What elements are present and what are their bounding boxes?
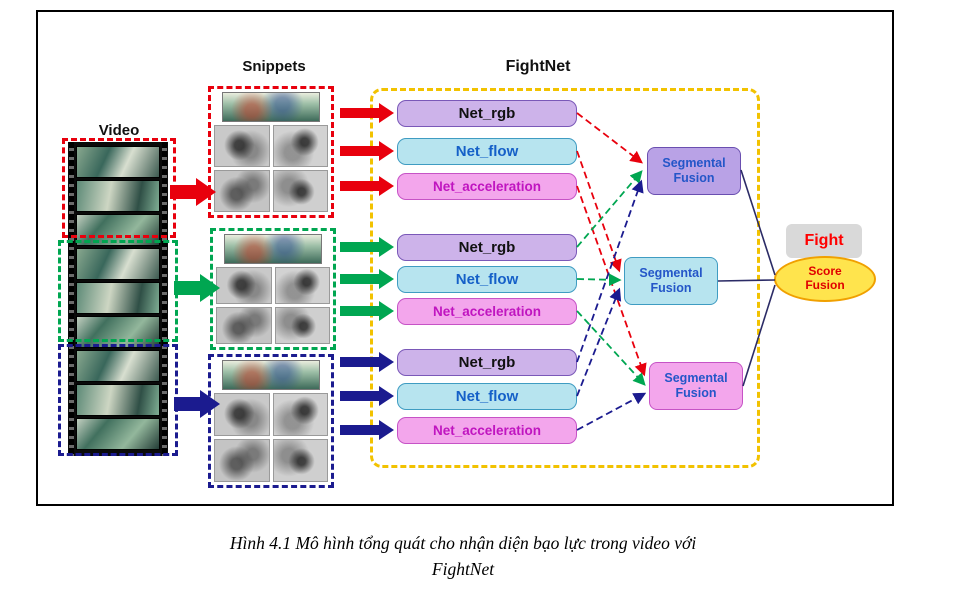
net-acceleration-segment3: Net_acceleration	[397, 417, 577, 444]
video-frame	[76, 282, 160, 314]
segmental-fusion-line2: Fusion	[673, 171, 715, 185]
flow-thumbnail	[272, 439, 328, 482]
snippet-block-3	[208, 354, 334, 488]
net-acceleration-segment1: Net_acceleration	[397, 173, 577, 200]
segmental-fusion-line2: Fusion	[675, 386, 717, 400]
flow-thumbnail	[274, 267, 330, 304]
video-frame	[76, 350, 160, 382]
net-acceleration-segment2: Net_acceleration	[397, 298, 577, 325]
flow-thumbnail	[214, 439, 270, 482]
snippet-block-2	[210, 228, 336, 350]
segmental-fusion-flow: Segmental Fusion	[624, 257, 718, 305]
segment1-video-group	[62, 138, 176, 238]
fight-output-label: Fight	[786, 224, 862, 258]
snippet-flow-grid	[214, 393, 328, 482]
flow-thumbnail	[272, 170, 328, 212]
segmental-fusion-rgb: Segmental Fusion	[647, 147, 741, 195]
snippet-rgb-thumbnail	[222, 360, 320, 390]
net-flow-segment2: Net_flow	[397, 266, 577, 293]
segmental-fusion-line1: Segmental	[662, 156, 726, 170]
net-rgb-segment1: Net_rgb	[397, 100, 577, 127]
flow-thumbnail	[272, 393, 328, 436]
segmental-fusion-line2: Fusion	[650, 281, 692, 295]
fightnet-architecture-diagram: Video Snippets FightNet	[36, 10, 894, 506]
flow-thumbnail	[274, 307, 330, 344]
snippet-flow-grid	[214, 125, 328, 212]
score-fusion-line1: Score	[808, 264, 842, 279]
score-fusion-node: Score Fusion	[774, 256, 876, 302]
flow-thumbnail	[216, 267, 272, 304]
net-flow-segment1: Net_flow	[397, 138, 577, 165]
fightnet-label: FightNet	[505, 58, 571, 75]
net-flow-segment3: Net_flow	[397, 383, 577, 410]
snippet-rgb-thumbnail	[222, 92, 320, 122]
flow-thumbnail	[272, 125, 328, 167]
segment2-video-group	[58, 240, 178, 342]
snippet-rgb-thumbnail	[224, 234, 322, 264]
video-frame	[76, 180, 160, 212]
flow-thumbnail	[216, 307, 272, 344]
snippets-label: Snippets	[242, 58, 306, 75]
flow-thumbnail	[214, 393, 270, 436]
caption-line2: FightNet	[431, 559, 495, 580]
flow-thumbnail	[214, 125, 270, 167]
video-frame	[76, 384, 160, 416]
video-label: Video	[98, 122, 140, 139]
figure-caption: Hình 4.1 Mô hình tổng quát cho nhận diện…	[36, 530, 890, 583]
score-fusion-line2: Fusion	[805, 278, 845, 292]
net-rgb-segment2: Net_rgb	[397, 234, 577, 261]
video-frame	[76, 248, 160, 280]
video-filmstrip	[68, 142, 168, 456]
video-frame	[76, 418, 160, 450]
caption-line1: Hình 4.1 Mô hình tổng quát cho nhận diện…	[229, 533, 697, 553]
video-frame	[76, 316, 160, 348]
snippet-block-1	[208, 86, 334, 218]
video-frame	[76, 146, 160, 178]
segment3-video-group	[58, 344, 178, 456]
snippet-flow-grid	[216, 267, 330, 344]
segmental-fusion-acceleration: Segmental Fusion	[649, 362, 743, 410]
segmental-fusion-line1: Segmental	[664, 371, 728, 385]
segmental-fusion-line1: Segmental	[639, 266, 703, 280]
flow-thumbnail	[214, 170, 270, 212]
net-rgb-segment3: Net_rgb	[397, 349, 577, 376]
